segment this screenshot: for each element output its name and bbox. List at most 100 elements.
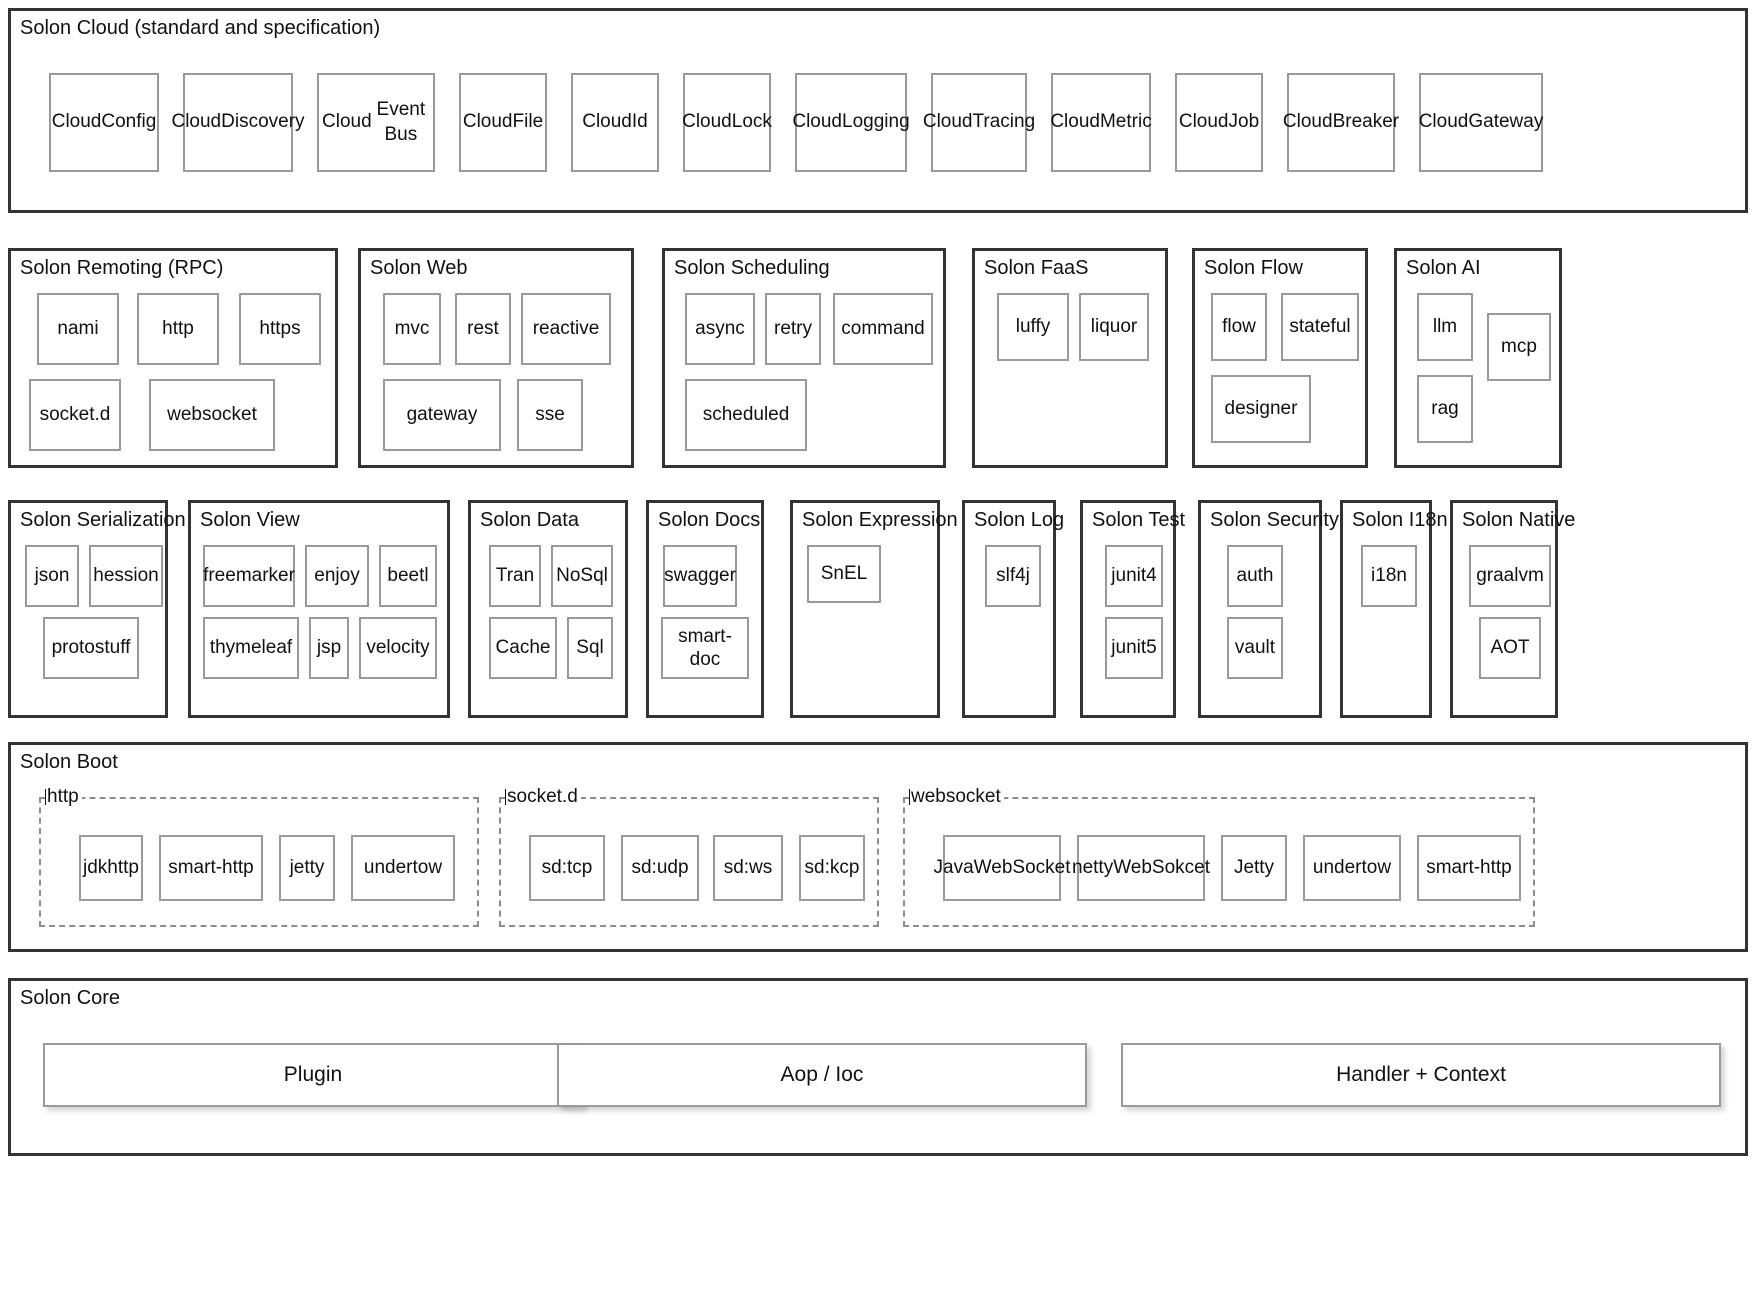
module-freemarker: freemarker <box>203 545 295 607</box>
module-mcp: mcp <box>1487 313 1551 381</box>
module-liquor: liquor <box>1079 293 1149 361</box>
module-label-line2: Lock <box>731 111 772 133</box>
module-luffy: luffy <box>997 293 1069 361</box>
section-title-row2-3: Solon FaaS <box>984 257 1089 279</box>
module-https: https <box>239 293 321 365</box>
module-json: json <box>25 545 79 607</box>
section-title-row2-4: Solon Flow <box>1204 257 1303 279</box>
core-plate-handler-context: Handler + Context <box>1121 1043 1721 1107</box>
boot-module-undertow: undertow <box>1303 835 1401 901</box>
module-designer: designer <box>1211 375 1311 443</box>
module-label-line1: Cloud <box>1282 111 1333 133</box>
boot-module-jdkhttp: jdkhttp <box>79 835 143 901</box>
module-rest: rest <box>455 293 511 365</box>
module-label-line1: Cloud <box>582 111 632 133</box>
core-plate-plugin: Plugin <box>43 1043 583 1107</box>
module-label-line2: File <box>512 111 544 133</box>
module-reactive: reactive <box>521 293 611 365</box>
boot-module-jetty: jetty <box>279 835 335 901</box>
module-label-line1: Cloud <box>322 111 372 133</box>
boot-module-smart-http: smart-http <box>1417 835 1521 901</box>
section-title-row3-3: Solon Docs <box>658 509 761 531</box>
module-velocity: velocity <box>359 617 437 679</box>
module-vault: vault <box>1227 617 1283 679</box>
module-label-line2: Job <box>1228 111 1260 133</box>
section-title-solon-cloud: Solon Cloud (standard and specification) <box>20 17 381 39</box>
section-title-row2-1: Solon Web <box>370 257 468 279</box>
module-label-line1: Cloud <box>462 111 513 133</box>
section-title-row3-9: Solon Native <box>1462 509 1576 531</box>
module-graalvm: graalvm <box>1469 545 1551 607</box>
module-nami: nami <box>37 293 119 365</box>
module-hession: hession <box>89 545 163 607</box>
boot-group-label-0: http <box>45 786 82 808</box>
module-thymeleaf: thymeleaf <box>203 617 299 679</box>
boot-module-smart-http: smart-http <box>159 835 263 901</box>
module-label-line1: Cloud <box>51 111 102 133</box>
boot-module-sd-udp: sd:udp <box>621 835 699 901</box>
section-title-row3-4: Solon Expression <box>802 509 958 531</box>
section-title-row3-8: Solon I18n <box>1352 509 1448 531</box>
module-mvc: mvc <box>383 293 441 365</box>
module-retry: retry <box>765 293 821 365</box>
boot-group-label-1: socket.d <box>505 786 581 808</box>
module-label-line1: Cloud <box>1050 111 1100 133</box>
module-junit5: junit5 <box>1105 617 1163 679</box>
module-jsp: jsp <box>309 617 349 679</box>
module-nosql: NoSql <box>551 545 613 607</box>
module-websocket: websocket <box>149 379 275 451</box>
section-title-row3-2: Solon Data <box>480 509 579 531</box>
module-async: async <box>685 293 755 365</box>
boot-module-sd-ws: sd:ws <box>713 835 783 901</box>
module-label-line1: Cloud <box>922 111 973 133</box>
module-label-line1: Cloud <box>682 111 732 133</box>
module-snel: SnEL <box>807 545 881 603</box>
module-auth: auth <box>1227 545 1283 607</box>
module-label-line1: Cloud <box>792 111 843 133</box>
module-label-line2: Config <box>101 111 157 133</box>
section-solon-security: Solon Security auth vault <box>1198 500 1339 718</box>
module-llm: llm <box>1417 293 1473 361</box>
module-label-line2: Metric <box>1099 111 1152 133</box>
module-smart-doc: smart-doc <box>661 617 749 679</box>
module-scheduled: scheduled <box>685 379 807 451</box>
module-gateway: gateway <box>383 379 501 451</box>
section-title-row3-6: Solon Test <box>1092 509 1186 531</box>
module-label-line2: Event Bus <box>376 98 426 145</box>
section-title-row3-7: Solon Security <box>1210 509 1339 531</box>
section-title-solon-core: Solon Core <box>20 987 121 1009</box>
module-beetl: beetl <box>379 545 437 607</box>
module-slf4j: slf4j <box>985 545 1041 607</box>
module-sse: sse <box>517 379 583 451</box>
module-stateful: stateful <box>1281 293 1359 361</box>
module-cache: Cache <box>489 617 557 679</box>
module-command: command <box>833 293 933 365</box>
core-plate-aop-ioc: Aop / Ioc <box>557 1043 1087 1107</box>
